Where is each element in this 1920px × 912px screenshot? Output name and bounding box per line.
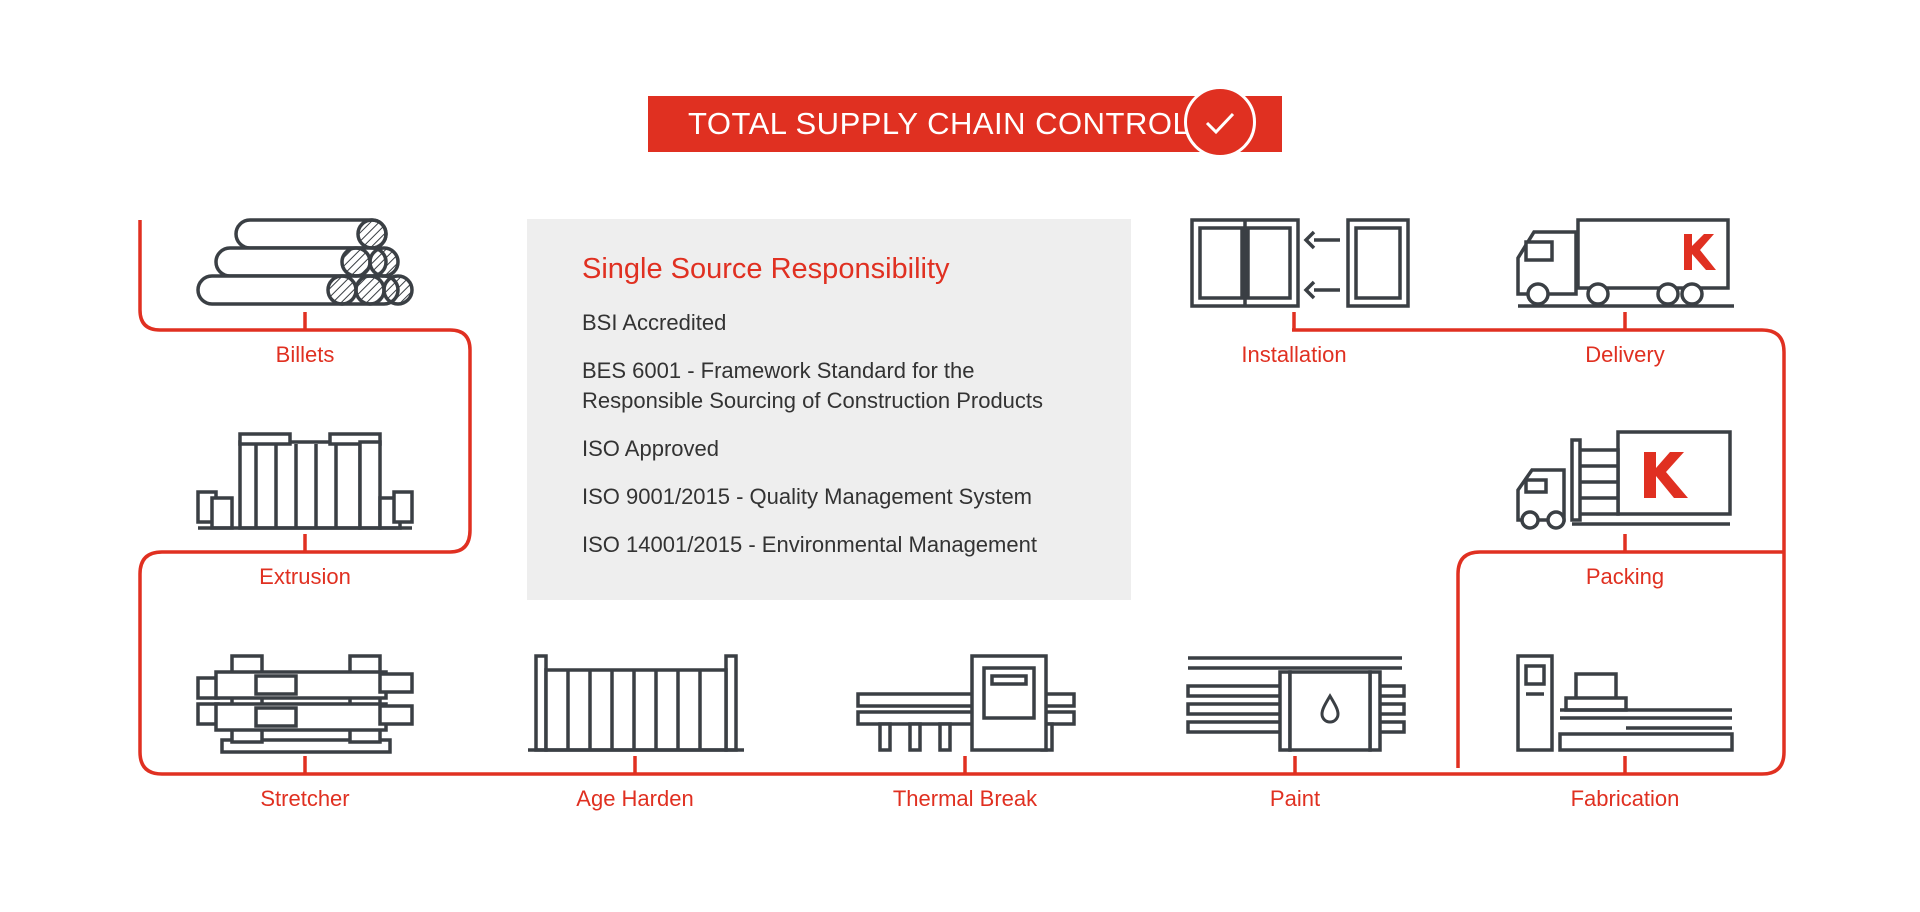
step-label-extrusion: Extrusion xyxy=(259,564,351,589)
info-item: ISO Approved xyxy=(582,436,719,461)
step-label-billets: Billets xyxy=(275,342,335,367)
age-harden-icon xyxy=(528,654,744,752)
flow-ticks xyxy=(303,312,1627,774)
step-label-thermal-break: Thermal Break xyxy=(892,786,1038,811)
step-label-delivery: Delivery xyxy=(1585,342,1665,367)
banner: TOTAL SUPPLY CHAIN CONTROL xyxy=(648,86,1282,158)
info-item: ISO 9001/2015 - Quality Management Syste… xyxy=(582,484,1033,509)
banner-title: TOTAL SUPPLY CHAIN CONTROL xyxy=(688,106,1191,141)
info-item: BES 6001 - Framework Standard for the Re… xyxy=(582,358,1044,413)
step-label-packing: Packing xyxy=(1585,564,1665,589)
thermal-break-icon xyxy=(856,654,1076,752)
info-item: BSI Accredited xyxy=(582,310,727,335)
installation-icon xyxy=(1190,218,1410,308)
step-label-fabrication: Fabrication xyxy=(1570,786,1680,811)
step-label-stretcher: Stretcher xyxy=(260,786,350,811)
extrusion-icon xyxy=(196,432,414,530)
paint-icon xyxy=(1186,656,1406,752)
billets-icon xyxy=(196,218,414,306)
brand-logo-icon xyxy=(1684,234,1716,270)
info-title: Single Source Responsibility xyxy=(582,253,950,285)
delivery-icon xyxy=(1516,218,1734,308)
flow-line-inner xyxy=(1456,550,1784,768)
fabrication-icon xyxy=(1516,654,1734,752)
info-item: ISO 14001/2015 - Environmental Managemen… xyxy=(582,532,1037,557)
checkmark-icon xyxy=(1184,86,1256,158)
brand-logo-icon xyxy=(1644,452,1688,498)
info-panel: Single Source Responsibility BSI Accredi… xyxy=(527,219,1131,600)
stretcher-icon xyxy=(196,654,414,754)
flow-line xyxy=(138,220,1786,776)
step-label-installation: Installation xyxy=(1241,342,1347,367)
step-label-paint: Paint xyxy=(1269,786,1321,811)
step-label-age-harden: Age Harden xyxy=(576,786,694,811)
packing-icon xyxy=(1516,430,1732,530)
